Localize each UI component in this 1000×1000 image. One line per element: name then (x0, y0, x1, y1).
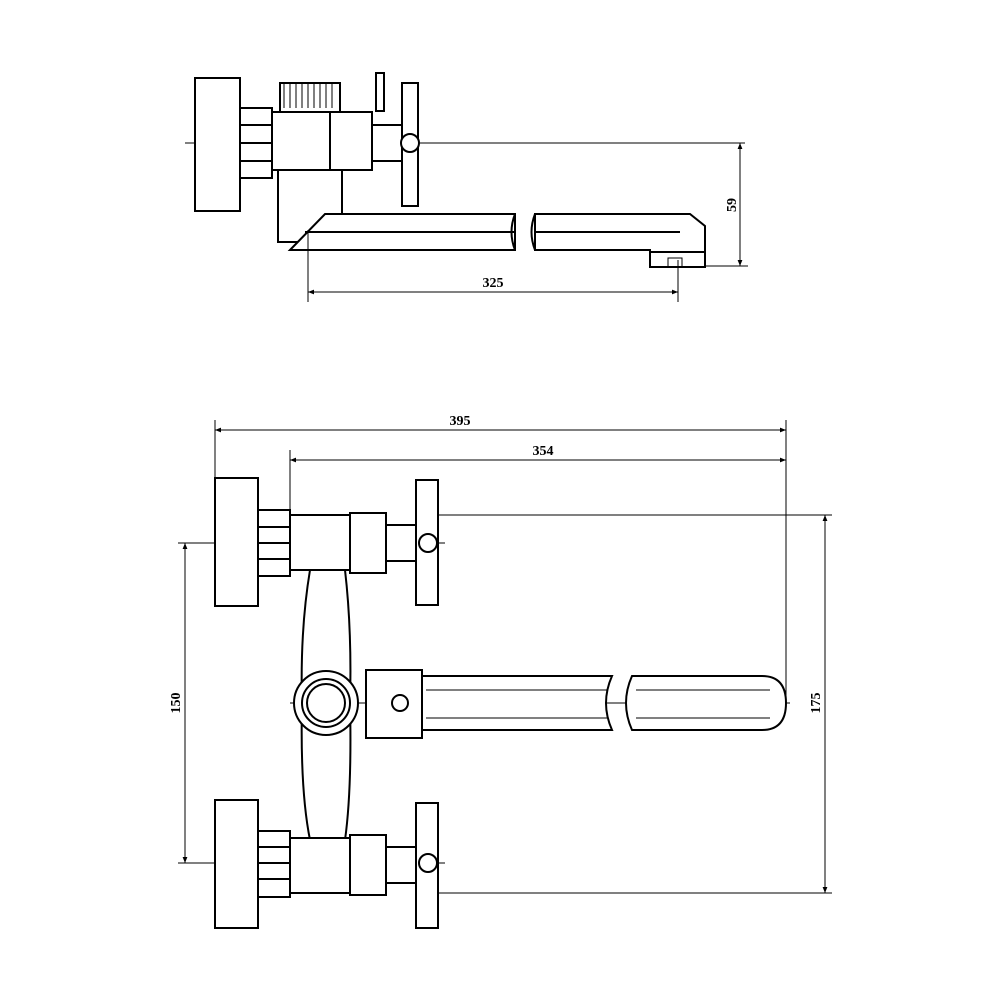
side-thread-nipple (279, 82, 341, 113)
dim-overall-length-label: 395 (450, 414, 471, 429)
dim-height-offset-label: 59 (725, 198, 740, 212)
side-view: 325 59 (185, 72, 748, 302)
top-spout (421, 675, 788, 731)
top-swivel-joint (293, 670, 359, 736)
dim-overall-width: 175 (438, 514, 832, 894)
dim-spout-reach-label: 354 (533, 444, 554, 459)
top-view: 395 354 150 175 (169, 414, 832, 929)
top-upper-connector (214, 477, 439, 607)
side-valve-body (271, 111, 373, 171)
dim-spout-length: 325 (307, 230, 679, 302)
side-wall-flange (194, 77, 241, 212)
dim-height-offset: 59 (705, 143, 748, 267)
side-hex-nut (239, 107, 273, 179)
dim-overall-width-label: 175 (809, 693, 824, 714)
top-lower-connector (214, 799, 439, 929)
side-cross-handle (375, 72, 420, 207)
dim-center-distance-label: 150 (169, 693, 184, 714)
side-spout (287, 213, 706, 268)
dim-spout-reach: 354 (289, 444, 786, 510)
side-handle-stem (371, 124, 403, 162)
dim-center-distance: 150 (169, 543, 188, 863)
dim-spout-length-label: 325 (483, 276, 504, 291)
dim-overall-length: 395 (214, 414, 787, 703)
